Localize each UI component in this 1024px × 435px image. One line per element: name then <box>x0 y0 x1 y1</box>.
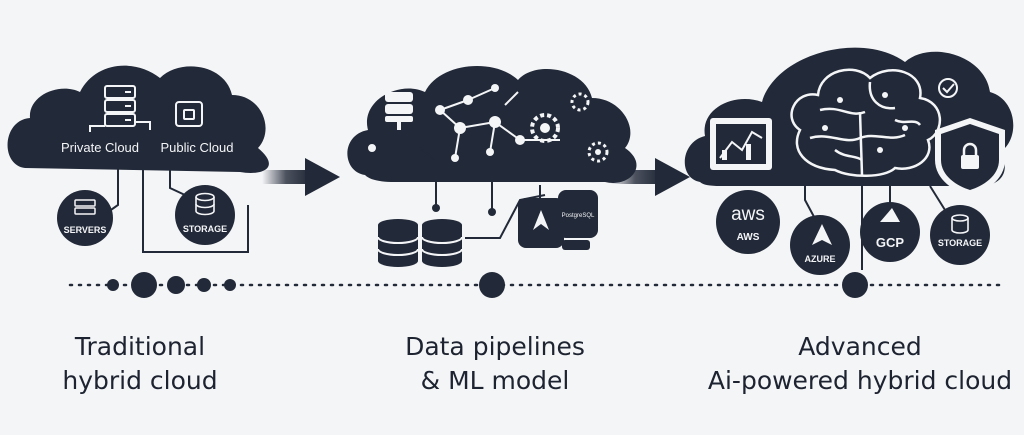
cloud-storage-label: STORAGE <box>938 238 982 248</box>
azure-logo-icon <box>812 224 832 245</box>
gcp-label: GCP <box>876 235 905 250</box>
stage-2-caption-line-1: Data pipelines <box>405 332 585 361</box>
check-icon <box>938 78 958 98</box>
arrow-right-icon <box>262 158 340 196</box>
chart-icon <box>710 118 772 170</box>
server-icon <box>74 199 96 215</box>
shield-lock-icon <box>935 118 1005 196</box>
aws-logo-text: aws <box>731 204 765 225</box>
timeline-dot <box>167 276 185 294</box>
lock-icon <box>175 101 203 127</box>
private-cloud-label: Private Cloud <box>61 140 139 155</box>
timeline-dot <box>224 279 236 291</box>
azure-label: AZURE <box>805 254 836 264</box>
brain-icon <box>790 68 942 178</box>
timeline-dot <box>107 279 119 291</box>
gcp-node <box>860 202 920 262</box>
azure-node <box>790 215 850 275</box>
stage-3-caption-line-1: Advanced <box>798 332 922 361</box>
timeline-marker-stage-2 <box>479 272 505 298</box>
gcp-logo-icon <box>880 208 900 222</box>
aws-node <box>716 190 780 254</box>
postgresql-tile <box>558 190 598 238</box>
public-cloud-label: Public Cloud <box>161 140 234 155</box>
database-icon <box>385 92 413 130</box>
postgresql-label: PostgreSQL <box>562 213 595 219</box>
timeline-marker-stage-1 <box>131 272 157 298</box>
stage-3-caption-line-2: Ai-powered hybrid cloud <box>707 366 1013 395</box>
server-stack-icon <box>89 85 151 132</box>
gear-icon <box>530 113 560 143</box>
stage-2-caption-line-2: & ML model <box>420 366 570 395</box>
database-icon <box>951 214 969 234</box>
stage-1-cloud <box>7 65 269 173</box>
stage-3-ai-powered: aws AWS AZURE GCP STORAGE <box>684 47 1014 275</box>
stage-2-caption: Data pipelines & ML model <box>380 330 610 398</box>
database-icon <box>195 192 215 216</box>
network-nodes <box>435 84 525 162</box>
aws-label: AWS <box>737 232 760 243</box>
servers-label: SERVERS <box>64 225 107 235</box>
stage-2-data-pipelines: PostgreSQL <box>347 66 637 267</box>
storage-label: STORAGE <box>183 224 227 234</box>
timeline-marker-stage-3 <box>842 272 868 298</box>
servers-node <box>57 190 113 246</box>
stage-2-connectors <box>372 147 546 239</box>
cloud-storage-node <box>930 205 990 265</box>
stage-1-caption-line-2: hybrid cloud <box>62 366 218 395</box>
stage-1-caption: Traditional hybrid cloud <box>40 330 240 398</box>
gear-icon <box>587 141 609 163</box>
stage-1-traditional: Private Cloud Public Cloud SERVERS STORA… <box>7 65 269 253</box>
timeline <box>68 272 1002 298</box>
timeline-dot <box>197 278 211 292</box>
gear-icon <box>570 92 590 112</box>
stage-1-caption-line-1: Traditional <box>74 332 206 361</box>
arrow-right-icon <box>610 158 690 196</box>
stage-3-caption: Advanced Ai-powered hybrid cloud <box>700 330 1020 398</box>
